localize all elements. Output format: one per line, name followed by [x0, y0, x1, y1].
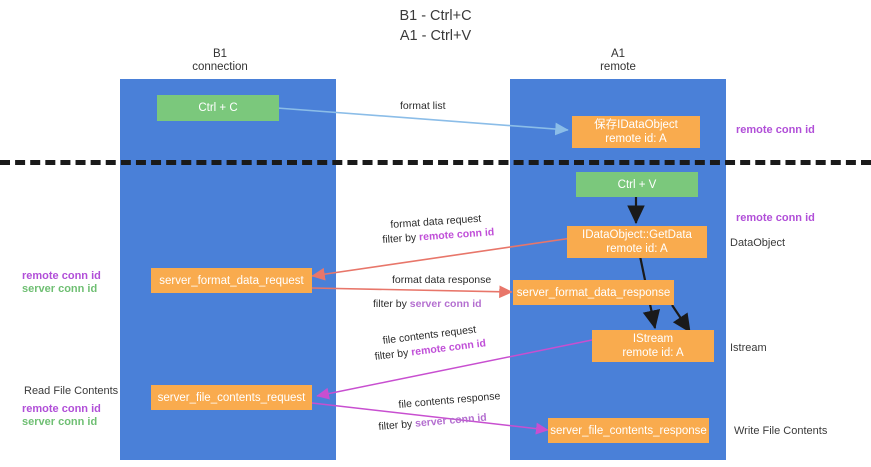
filter-prefix: filter by — [378, 417, 416, 433]
node-istream[interactable]: IStream remote id: A — [592, 330, 714, 362]
annotation-left-remote-conn-id-2: remote conn id — [22, 403, 101, 415]
filter-value-server-conn-id: server conn id — [414, 411, 488, 430]
page-title: B1 - Ctrl+C A1 - Ctrl+V — [399, 8, 472, 44]
annotation-left-server-conn-id-2: server conn id — [22, 416, 98, 428]
filter-prefix: filter by — [373, 298, 410, 310]
edge-label-file-contents-response-filter: filter by server conn id — [378, 412, 487, 434]
node-server-format-data-request[interactable]: server_format_data_request — [151, 268, 312, 293]
annotation-right-istream: Istream — [730, 342, 767, 354]
annotation-right-remote-conn-id-top: remote conn id — [736, 124, 815, 136]
filter-value-server-conn-id: server conn id — [409, 298, 482, 310]
filter-prefix: filter by — [382, 231, 420, 246]
annotation-left-remote-conn-id: remote conn id — [22, 270, 101, 282]
lane-title-b1: B1 connection — [192, 48, 248, 73]
lane-title-a1: A1 remote — [600, 48, 636, 73]
edge-label-file-contents-response: file contents response — [398, 390, 501, 411]
annotation-left-read-file-contents: Read File Contents — [24, 385, 119, 397]
annotation-right-remote-conn-id-mid: remote conn id — [736, 212, 815, 224]
node-save-dataobject[interactable]: 保存IDataObject remote id: A — [572, 116, 700, 148]
phase-divider — [0, 160, 871, 165]
node-ctrl-c[interactable]: Ctrl + C — [157, 95, 279, 121]
node-server-format-data-response[interactable]: server_format_data_response — [513, 280, 674, 305]
node-server-file-contents-response[interactable]: server_file_contents_response — [548, 418, 709, 443]
annotation-right-dataobject: DataObject — [730, 237, 786, 249]
edge-label-format-data-response: format data response — [392, 274, 492, 286]
edge-label-format-data-response-filter: filter by server conn id — [373, 298, 482, 311]
edge-label-format-list: format list — [400, 100, 446, 112]
node-server-file-contents-request[interactable]: server_file_contents_request — [151, 385, 312, 410]
annotation-left-server-conn-id: server conn id — [22, 283, 98, 295]
annotation-right-write-file-contents: Write File Contents — [734, 425, 828, 437]
node-ctrl-v[interactable]: Ctrl + V — [576, 172, 698, 197]
filter-prefix: filter by — [374, 346, 412, 363]
node-idataobject-getdata[interactable]: IDataObject::GetData remote id: A — [567, 226, 707, 258]
